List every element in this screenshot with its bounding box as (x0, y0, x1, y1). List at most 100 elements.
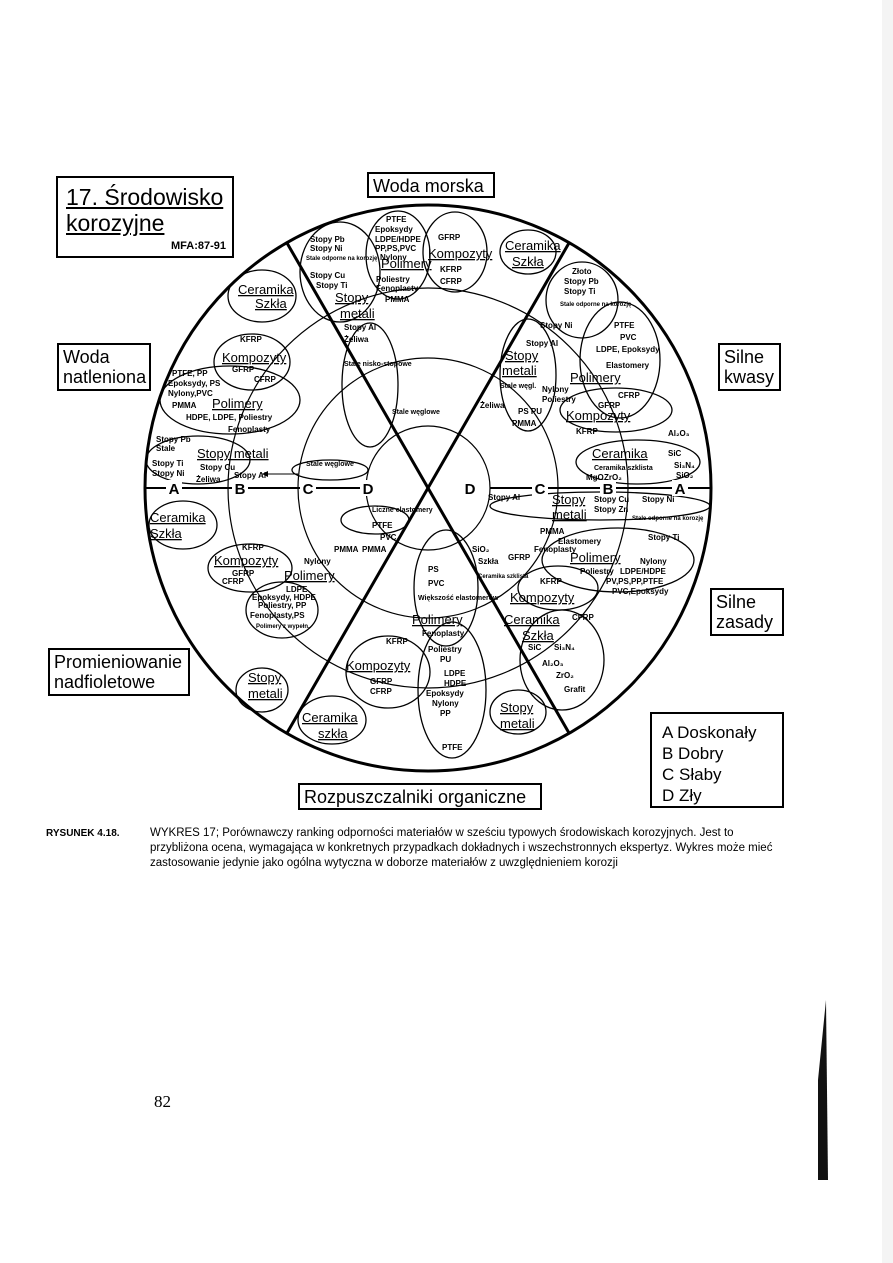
rating-d-left-bg (360, 480, 376, 496)
m-ox-nylony-pvc: Nylony,PVC (168, 389, 213, 398)
m-acid-ptfe: PTFE (614, 321, 635, 330)
m-acid-nylony: Nylony (542, 385, 569, 394)
sea-ceramics-label2: Szkła (512, 254, 545, 269)
bubble-sea-polymers (365, 210, 431, 300)
m-ox-epoksydy-ps: Epoksydy, PS (168, 379, 221, 388)
m-acid-mgo: MgO (586, 473, 604, 482)
env-organic-solvents-label: Rozpuszczalniki organiczne (304, 787, 527, 807)
m-acid-poliestry: Poliestry (542, 395, 576, 404)
m-acid-ps-pu: PS PU (518, 407, 542, 416)
chart-title-box: 17. Środowisko korozyjne MFA:87-91 (56, 176, 234, 258)
m-base-stopy-ti: Stopy Ti (648, 533, 679, 542)
m-org-ldpe: LDPE (444, 669, 466, 678)
m-org-ps: PS (428, 565, 439, 574)
rating-a-right: A (675, 481, 686, 498)
m-uv-polimery-z-wypeln: Polimery z wypełn. (256, 624, 310, 630)
m-acid-sio2: SiO₂ (676, 471, 694, 480)
bubble-acid-metals (545, 261, 619, 339)
m-org-ptfe: PTFE (372, 521, 393, 530)
bubble-uv-composites (207, 543, 293, 593)
m-org-ptfe2: PTFE (442, 743, 463, 752)
m-uv-cfrp: CFRP (222, 577, 244, 586)
m-ox-stopy-cu: Stopy Cu (200, 463, 235, 472)
m-org-pp: PP (440, 709, 451, 718)
ox-metals-label: Stopy metali (197, 446, 269, 461)
chart-source: MFA:87-91 (170, 240, 226, 252)
scan-artifact (818, 1000, 828, 1180)
m-acid-zeliwa: Żeliwa (480, 401, 505, 410)
m-ox-stale: Stale (156, 444, 176, 453)
m-org-hdpe: HDPE (444, 679, 467, 688)
legend-b: B Dobry (662, 744, 724, 763)
m-sea-gfrp: GFRP (438, 233, 461, 242)
caption-label: RYSUNEK 4.18. (46, 828, 120, 839)
m-acid-kfrp: KFRP (576, 427, 598, 436)
m-base-stopy-zn: Stopy Zn (594, 505, 628, 514)
env-sea-water-label: Woda morska (373, 176, 484, 196)
uv-polymers-label: Polimery (284, 568, 335, 583)
m-org-pvc: PVC (380, 533, 397, 542)
m-sea-stale-nisko: Stale nisko-stopowe (344, 361, 412, 368)
base-ceramics-label: Ceramika (504, 612, 560, 627)
m-acid-elastomery: Elastomery (606, 361, 650, 370)
m-base-poliestry: Poliestry (580, 567, 614, 576)
rating-c-left: C (303, 481, 314, 498)
m-org-pmma: PMMA (362, 545, 387, 554)
m-ox-stopy-pb: Stopy Pb (156, 435, 191, 444)
bubble-base-ceramics (519, 609, 605, 711)
ox-composites-label: Kompozyty (222, 350, 287, 365)
m-sea-zeliwa: Żeliwa (344, 335, 369, 344)
m-sea-ptfe: PTFE (386, 215, 407, 224)
bubble-sea-metals (299, 221, 381, 323)
org-ceramics-label: Ceramika (302, 710, 358, 725)
page-number: 82 (154, 1092, 171, 1111)
m-ox-zeliwa: Żeliwa (196, 475, 221, 484)
m-base-elastomery: Elastomery (558, 537, 602, 546)
m-base-nylony: Nylony (640, 557, 667, 566)
m-acid-cfrp: CFRP (618, 391, 640, 400)
m-sea-stopy-ni: Stopy Ni (310, 244, 342, 253)
m-acid-zro2: ZrO₂ (604, 473, 622, 482)
m-ox-stopy-al: Stopy Al (234, 471, 266, 480)
bubble-acid-ceramics (575, 439, 701, 485)
bubble-acid-metals2 (499, 318, 557, 432)
m-base-stopy-al: Stopy Al (488, 493, 520, 502)
m-ox-pmma: PMMA (172, 401, 197, 410)
m-sea-stopy-al: Stopy Al (344, 323, 376, 332)
m-acid-zloto: Złoto (572, 267, 592, 276)
m-acid-al2o3: Al₂O₃ (668, 429, 690, 438)
sea-polymers-label: Polimery (381, 256, 432, 271)
m-org-cfrp: CFRP (370, 687, 392, 696)
acid-composites-label: Kompozyty (566, 408, 631, 423)
m-uv-gfrp: GFRP (232, 569, 255, 578)
m-base-pmma: PMMA (540, 527, 565, 536)
m-uv-ldpe: LDPE (286, 585, 308, 594)
acid-ceramics-label: Ceramika (592, 446, 648, 461)
env-uv-line1: Promieniowanie (54, 652, 183, 672)
legend-c: C Słaby (662, 765, 722, 784)
org-metals-label: Stopy (500, 700, 534, 715)
m-ox-stale-weglowe: Stale węglowe (306, 461, 354, 468)
rating-d-right-bg (462, 480, 478, 496)
m-ox-stopy-ti: Stopy Ti (152, 459, 183, 468)
env-strong-bases-line1: Silne (716, 592, 757, 612)
sea-metals-label2: metali (340, 306, 375, 321)
m-acid-stale-odp: Stale odporne na korozję (560, 302, 632, 308)
bubble-ox-composites (213, 333, 291, 391)
m-base-zro2: ZrO₂ (556, 671, 574, 680)
m-acid-ceramika-szklista: Ceramika szklista (594, 465, 653, 472)
bubble-sea-ceramics (499, 229, 557, 275)
m-sea-stale-odp: Stale odporne na korozję (306, 256, 378, 262)
rating-a-left-bg (166, 480, 182, 496)
divider-ne (426, 242, 571, 489)
m-org-gfrp: GFRP (370, 677, 393, 686)
uv-metals-label2: metali (248, 686, 283, 701)
chart-title-line1: 17. Środowisko (66, 184, 224, 210)
legend-d: D Zły (662, 786, 702, 805)
bubble-ox-metals (145, 435, 251, 485)
divider-se (426, 487, 571, 734)
env-oxygenated-water-line2: natleniona (63, 367, 147, 387)
m-acid-stopy-ti: Stopy Ti (564, 287, 595, 296)
m-base-si3n4: Si₃N₄ (554, 643, 575, 652)
uv-ceramics-label: Ceramika (150, 510, 206, 525)
